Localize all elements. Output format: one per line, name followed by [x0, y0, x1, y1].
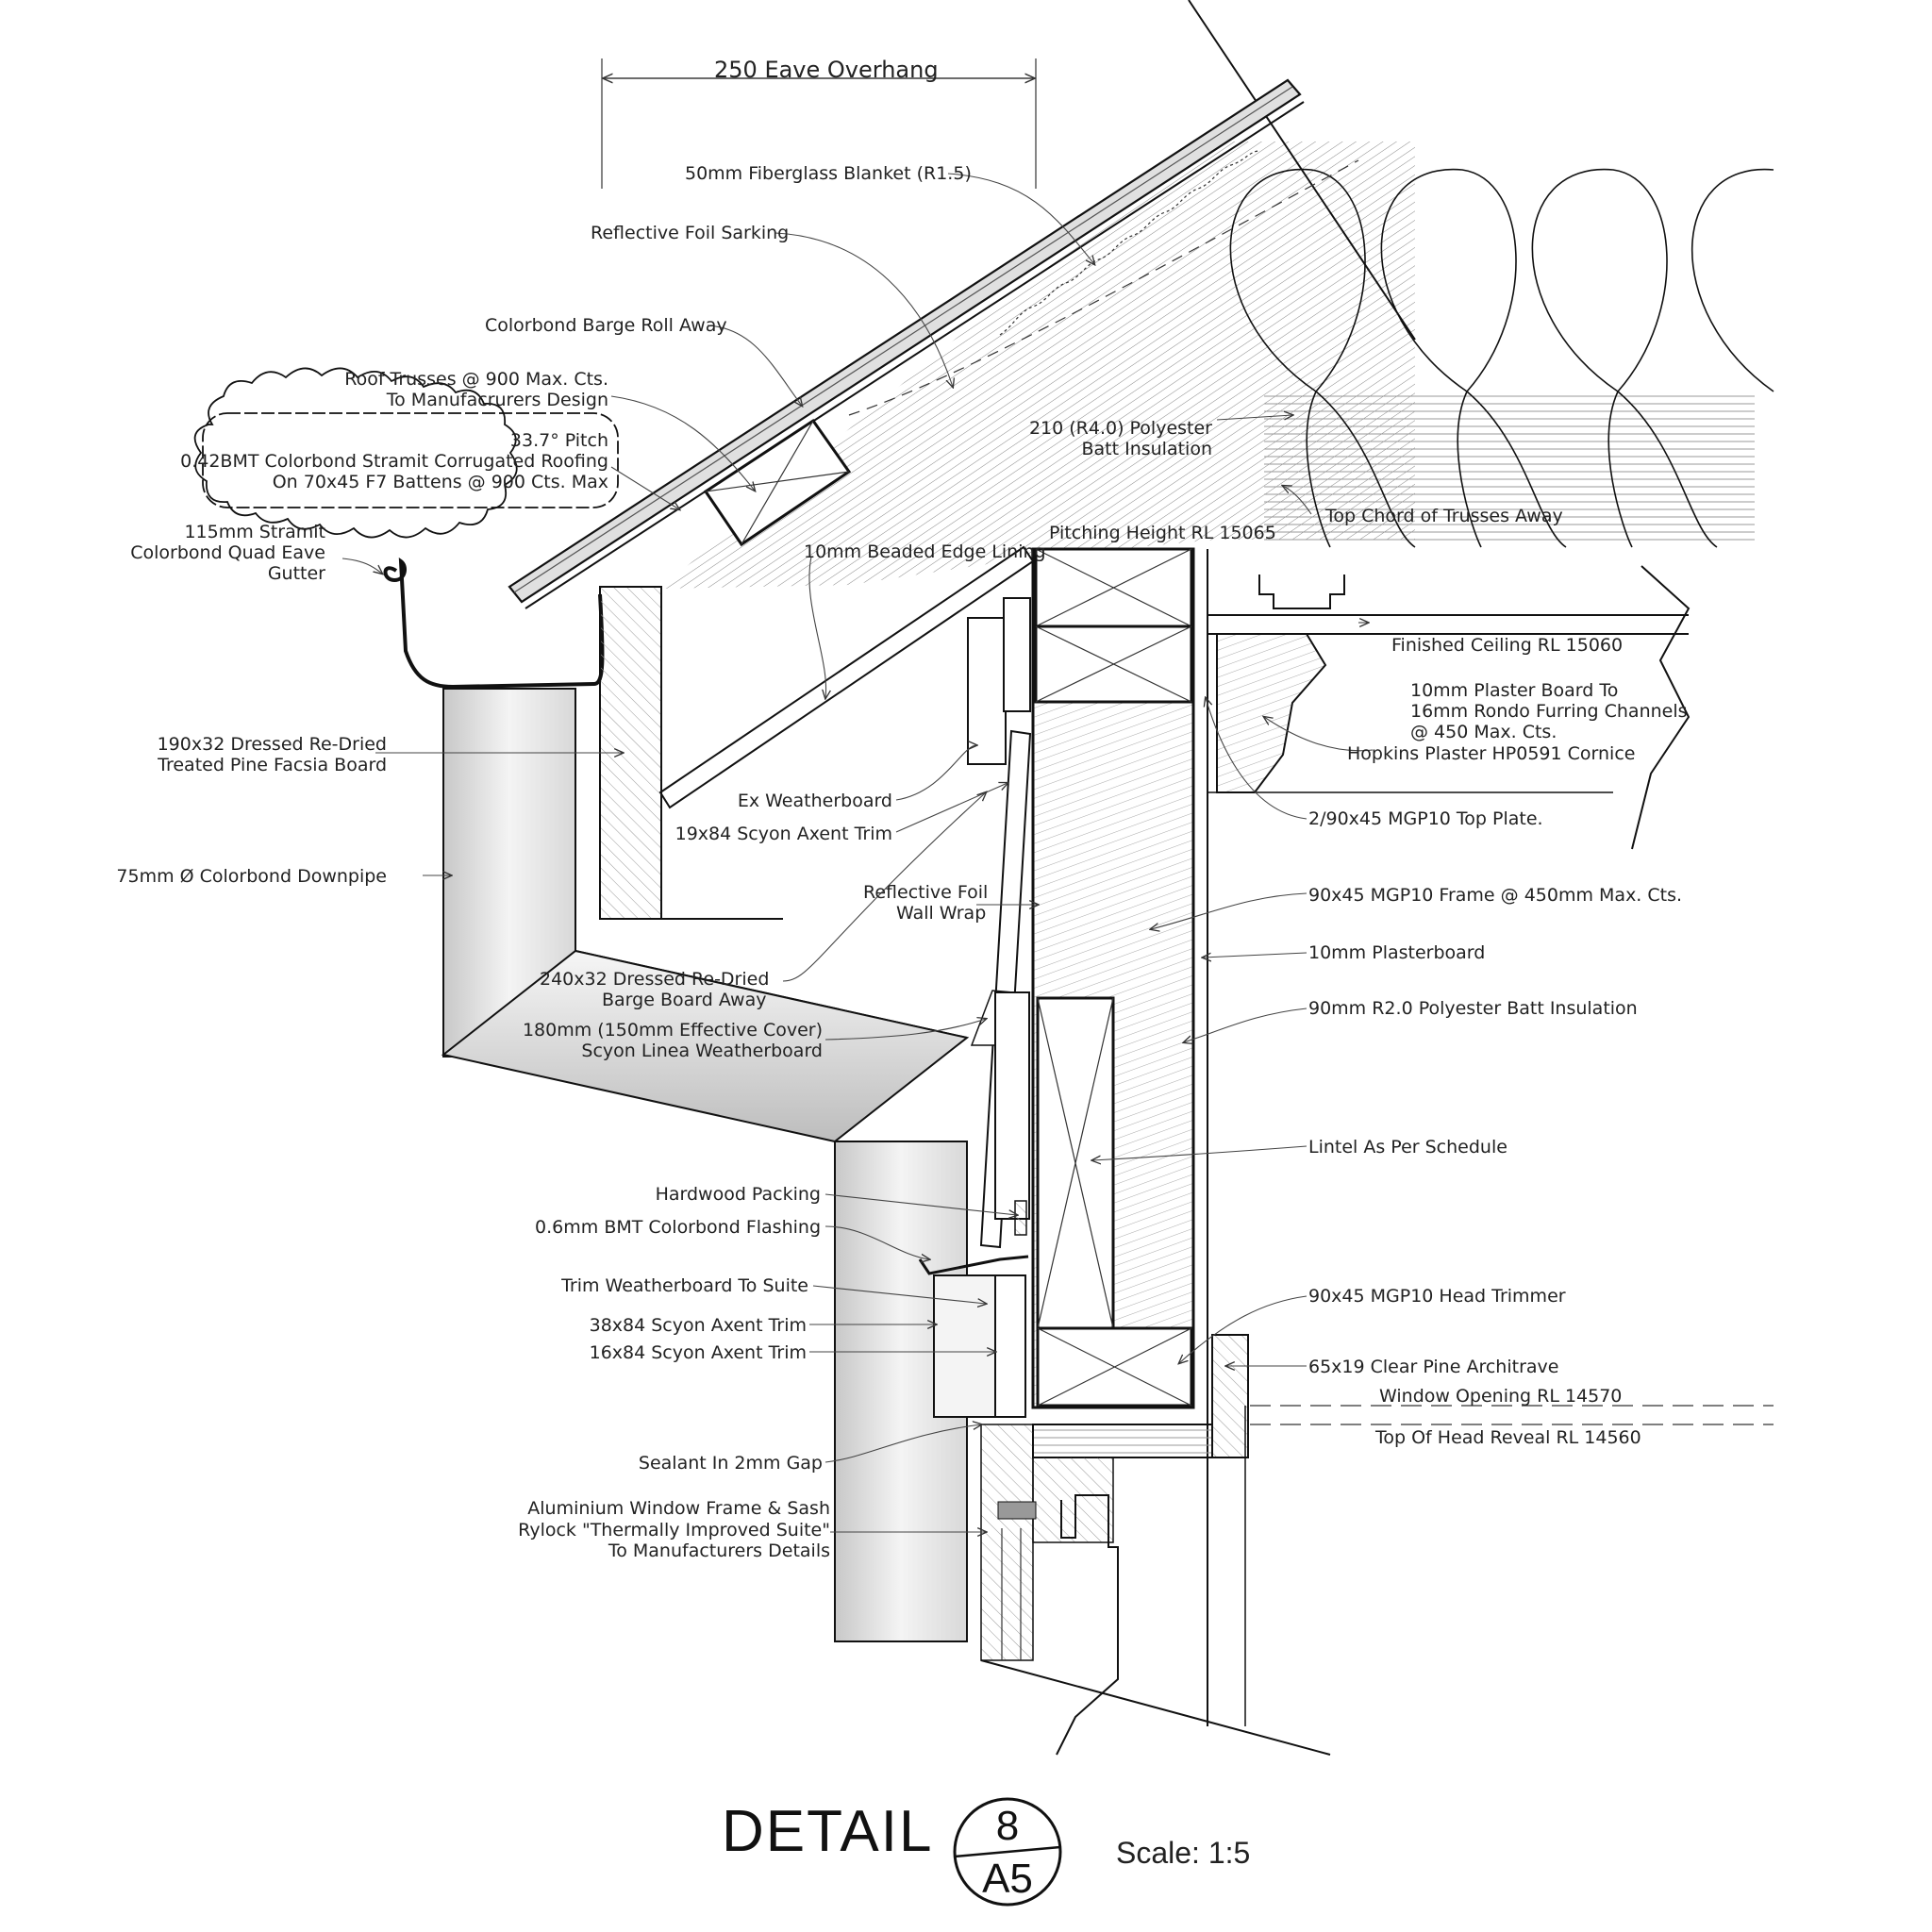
label-ex-weatherboard: Ex Weatherboard: [738, 791, 892, 811]
label-trusses-2: To Manufacrurers Design: [386, 390, 608, 410]
foil-sarking: [848, 159, 1359, 416]
label-architrave: 65x19 Clear Pine Architrave: [1308, 1357, 1558, 1377]
label-trim-19: 19x84 Scyon Axent Trim: [675, 824, 892, 844]
label-barge-roll: Colorbond Barge Roll Away: [485, 315, 727, 336]
wall-frame: [1031, 547, 1208, 1726]
label-fiberglass: 50mm Fiberglass Blanket (R1.5): [685, 163, 972, 184]
label-sealant: Sealant In 2mm Gap: [639, 1453, 823, 1474]
label-head-trimmer: 90x45 MGP10 Head Trimmer: [1308, 1286, 1566, 1307]
label-facsia-1: 190x32 Dressed Re-Dried: [158, 734, 387, 755]
label-batt-roof-1: 210 (R4.0) Polyester: [1029, 418, 1212, 439]
label-window-1: Aluminium Window Frame & Sash: [527, 1498, 830, 1519]
label-gutter-2: Colorbond Quad Eave: [130, 542, 325, 563]
fiberglass-blanket: [999, 150, 1260, 336]
label-trusses-1: Roof Trusses @ 900 Max. Cts.: [344, 369, 608, 390]
label-barge-1: 240x32 Dressed Re-Dried: [540, 969, 769, 990]
label-downpipe: 75mm Ø Colorbond Downpipe: [116, 866, 387, 887]
label-plaster-3: @ 450 Max. Cts.: [1410, 722, 1557, 742]
leader-lines: [341, 173, 1374, 1532]
label-lintel: Lintel As Per Schedule: [1308, 1137, 1507, 1158]
label-plasterboard: 10mm Plasterboard: [1308, 942, 1485, 963]
label-linea-2: Scyon Linea Weatherboard: [581, 1041, 823, 1061]
roof-batt-insulation: [1229, 168, 1774, 548]
label-cornice: Hopkins Plaster HP0591 Cornice: [1347, 743, 1635, 764]
label-plaster-1: 10mm Plaster Board To: [1410, 680, 1618, 701]
label-finished-ceiling: Finished Ceiling RL 15060: [1391, 635, 1623, 656]
detail-callout-circle: [953, 1797, 1062, 1907]
label-gutter-3: Gutter: [268, 563, 325, 584]
label-head-reveal: Top Of Head Reveal RL 14560: [1374, 1427, 1641, 1448]
label-trim-38: 38x84 Scyon Axent Trim: [590, 1315, 807, 1336]
detail-scale: Scale: 1:5: [1116, 1836, 1250, 1870]
label-plaster-2: 16mm Rondo Furring Channels: [1410, 701, 1688, 722]
label-gutter-1: 115mm Stramit: [184, 522, 325, 542]
revision-cloud-box: [202, 412, 619, 508]
revision-cloud: [193, 367, 518, 539]
label-facsia-2: Treated Pine Facsia Board: [157, 755, 387, 775]
label-barge-2: Barge Board Away: [602, 990, 766, 1010]
label-trim-wb: Trim Weatherboard To Suite: [560, 1275, 808, 1296]
detail-sheet: A5: [982, 1856, 1033, 1902]
label-foil-sarking: Reflective Foil Sarking: [591, 223, 789, 243]
label-window-2: Rylock "Thermally Improved Suite": [518, 1520, 830, 1541]
label-roofing-1: 0.42BMT Colorbond Stramit Corrugated Roo…: [180, 451, 608, 472]
ceiling: [1208, 565, 1690, 850]
window-head: [980, 1334, 1774, 1756]
eave-overhang-label: 250 Eave Overhang: [714, 57, 939, 83]
detail-number: 8: [996, 1803, 1019, 1849]
label-linea-1: 180mm (150mm Effective Cover): [523, 1020, 823, 1041]
label-pitching-height: Pitching Height RL 15065: [1049, 523, 1276, 543]
label-trim-16: 16x84 Scyon Axent Trim: [590, 1342, 807, 1363]
dimension-eave-overhang: [601, 58, 1037, 189]
label-roofing-2: On 70x45 F7 Battens @ 900 Cts. Max: [273, 472, 608, 492]
label-wall-wrap-1: Reflective Foil: [863, 882, 988, 903]
label-window-3: To Manufacturers Details: [608, 1541, 830, 1561]
roof-batten: [703, 418, 852, 547]
weatherboards: [918, 597, 1032, 1418]
label-top-chord: Top Chord of Trusses Away: [1324, 506, 1563, 526]
label-packing: Hardwood Packing: [656, 1184, 821, 1205]
label-batt-wall: 90mm R2.0 Polyester Batt Insulation: [1308, 998, 1638, 1019]
label-wall-wrap-2: Wall Wrap: [896, 903, 986, 924]
label-batt-roof-2: Batt Insulation: [1081, 439, 1212, 459]
label-frame: 90x45 MGP10 Frame @ 450mm Max. Cts.: [1308, 885, 1682, 906]
label-lining: 10mm Beaded Edge Lining: [804, 541, 1046, 562]
facsia-board: [599, 586, 783, 920]
label-flashing: 0.6mm BMT Colorbond Flashing: [535, 1217, 821, 1238]
label-pitch: 33.7° Pitch: [510, 430, 608, 451]
roof-sheet: [508, 78, 1305, 609]
label-window-opening: Window Opening RL 14570: [1379, 1386, 1622, 1407]
detail-title: DETAIL: [722, 1799, 933, 1864]
label-top-plate: 2/90x45 MGP10 Top Plate.: [1308, 808, 1543, 829]
